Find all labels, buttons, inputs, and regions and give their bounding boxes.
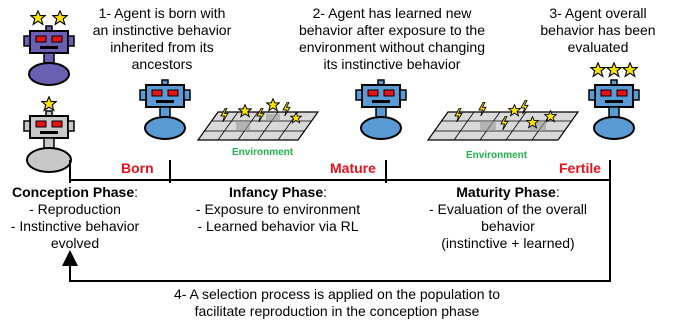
stage-label-mature: Mature (330, 160, 376, 176)
selection-caption-line-2: facilitate reproduction in the conceptio… (194, 303, 480, 319)
robot-purple-ancestor-icon (23, 10, 75, 86)
phase-infancy-line-1: - Exposure to environment (195, 201, 361, 217)
robot-blue-evaluated-icon (588, 62, 640, 140)
robot-blue-mature-icon (355, 79, 407, 140)
selection-caption: 4- A selection process is applied on the… (0, 286, 674, 320)
environment-label-2: Environment (466, 150, 528, 161)
stage-label-fertile: Fertile (559, 160, 602, 176)
phase-infancy: Infancy Phase: - Exposure to environment… (170, 184, 386, 235)
phase-maturity: Maturity Phase: - Evaluation of the over… (400, 184, 616, 252)
phase-conception-colon: : (134, 184, 139, 200)
caption-step1: 1- Agent is born with an instinctive beh… (92, 5, 232, 72)
timeline (69, 160, 611, 183)
stage-label-born: Born (121, 160, 154, 176)
phase-conception-line-2: - Instinctive behavior (10, 218, 140, 234)
caption-step2: 2- Agent has learned new behavior after … (298, 5, 485, 72)
selection-caption-line-1: 4- A selection process is applied on the… (173, 286, 501, 302)
phase-infancy-colon: : (323, 184, 328, 200)
phase-infancy-line-2: - Learned behavior via RL (197, 218, 359, 234)
environment-grid-icon-1 (196, 98, 320, 141)
robot-blue-born-icon (139, 79, 191, 140)
feedback-loop-arrow (62, 183, 611, 282)
phase-conception-title: Conception Phase (11, 184, 135, 200)
phase-conception: Conception Phase: - Reproduction - Insti… (0, 184, 150, 252)
phase-maturity-title: Maturity Phase (456, 184, 556, 200)
phase-maturity-line-1: - Evaluation of the overall (429, 201, 587, 217)
environment-label-1: Environment (232, 147, 294, 158)
environment-grid-icon-2 (426, 100, 580, 141)
robot-gray-offspring-icon (23, 96, 75, 173)
phase-infancy-title: Infancy Phase (228, 184, 324, 200)
phase-maturity-colon: : (555, 184, 560, 200)
phase-conception-line-1: - Reproduction (29, 201, 121, 217)
caption-step3: 3- Agent overall behavior has been evalu… (540, 5, 656, 55)
phase-conception-line-3: evolved (50, 235, 100, 251)
phase-maturity-line-3: (instinctive + learned) (441, 235, 575, 251)
phase-maturity-line-2: behavior (481, 218, 535, 234)
